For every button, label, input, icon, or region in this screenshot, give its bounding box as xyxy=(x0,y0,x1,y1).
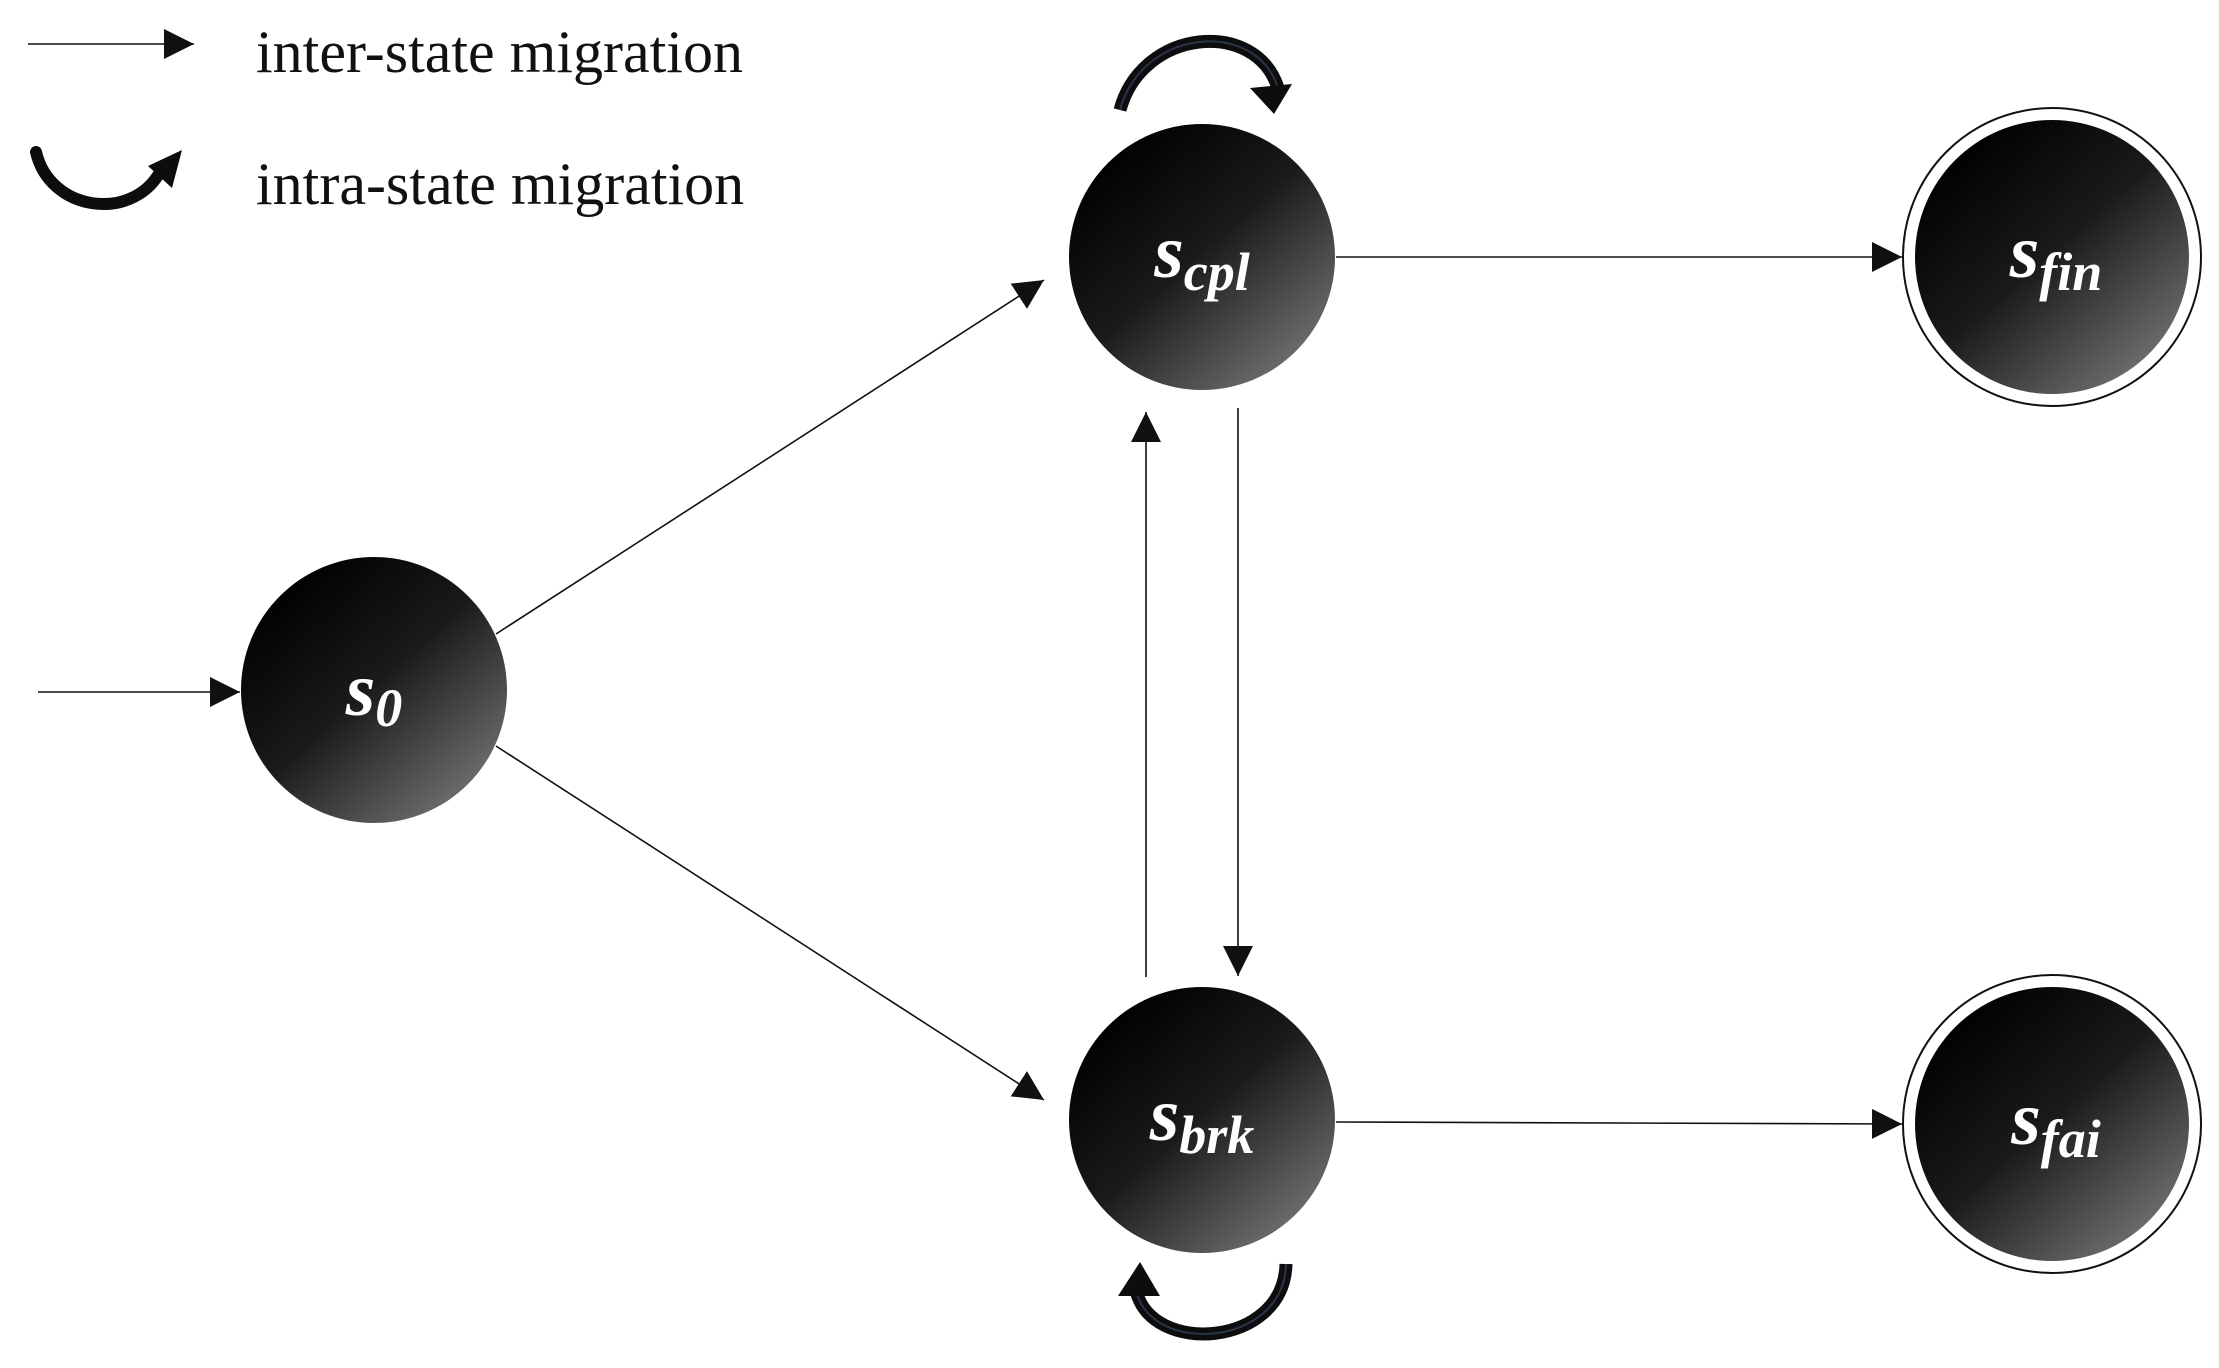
svg-text:sfin: sfin xyxy=(2009,210,2103,302)
state-node-scpl: scpl xyxy=(1069,124,1335,390)
state-label-main: s xyxy=(2009,210,2040,294)
edge-sbrk-to-sfai xyxy=(1335,1108,1903,1139)
scpl-self-loop-icon xyxy=(1113,34,1292,114)
legend-curved-arrow-icon xyxy=(30,146,182,210)
state-label-main: s xyxy=(1149,1073,1180,1157)
svg-text:sfai: sfai xyxy=(2010,1077,2101,1169)
state-label-sub: brk xyxy=(1179,1105,1254,1165)
edge-s0-to-scpl xyxy=(495,279,1045,635)
legend: inter-state migration intra-state migrat… xyxy=(28,19,744,217)
state-label-main: s xyxy=(345,648,376,732)
sbrk-self-loop-icon xyxy=(1118,1262,1293,1341)
state-node-sbrk: sbrk xyxy=(1069,987,1335,1253)
legend-inter-state-label: inter-state migration xyxy=(256,19,743,85)
state-node-sfai: sfai xyxy=(1902,974,2202,1274)
state-label-sub: fai xyxy=(2041,1109,2101,1169)
state-label-sub: cpl xyxy=(1184,242,1250,302)
legend-intra-state-label: intra-state migration xyxy=(256,151,744,217)
state-label-main: s xyxy=(2010,1077,2041,1161)
edges xyxy=(38,242,1903,1139)
state-label-sub: 0 xyxy=(375,678,402,738)
svg-text:scpl: scpl xyxy=(1153,210,1250,302)
svg-text:s0: s0 xyxy=(345,648,403,738)
svg-text:sbrk: sbrk xyxy=(1149,1073,1255,1165)
edge-s0-to-sbrk xyxy=(495,745,1045,1101)
state-node-s0: s0 xyxy=(241,557,507,823)
state-label-sub: fin xyxy=(2039,242,2102,302)
state-label-main: s xyxy=(1153,210,1184,294)
state-node-sfin: sfin xyxy=(1902,107,2202,407)
